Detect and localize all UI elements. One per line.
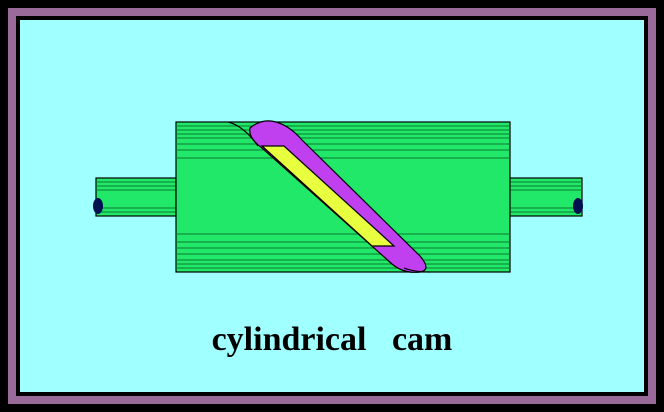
cam-cylinder xyxy=(175,121,511,273)
groove-inner-follower xyxy=(260,145,396,247)
helical-groove xyxy=(227,120,431,273)
right-shaft-end xyxy=(573,198,583,214)
left-shaft xyxy=(93,177,177,217)
right-shaft xyxy=(507,177,583,217)
groove-edge-upper xyxy=(227,121,259,147)
diagram-caption: cylindrical cam xyxy=(211,321,453,358)
groove-edge-lower xyxy=(403,267,431,273)
left-shaft-end xyxy=(93,198,103,214)
frame-border xyxy=(8,8,656,404)
